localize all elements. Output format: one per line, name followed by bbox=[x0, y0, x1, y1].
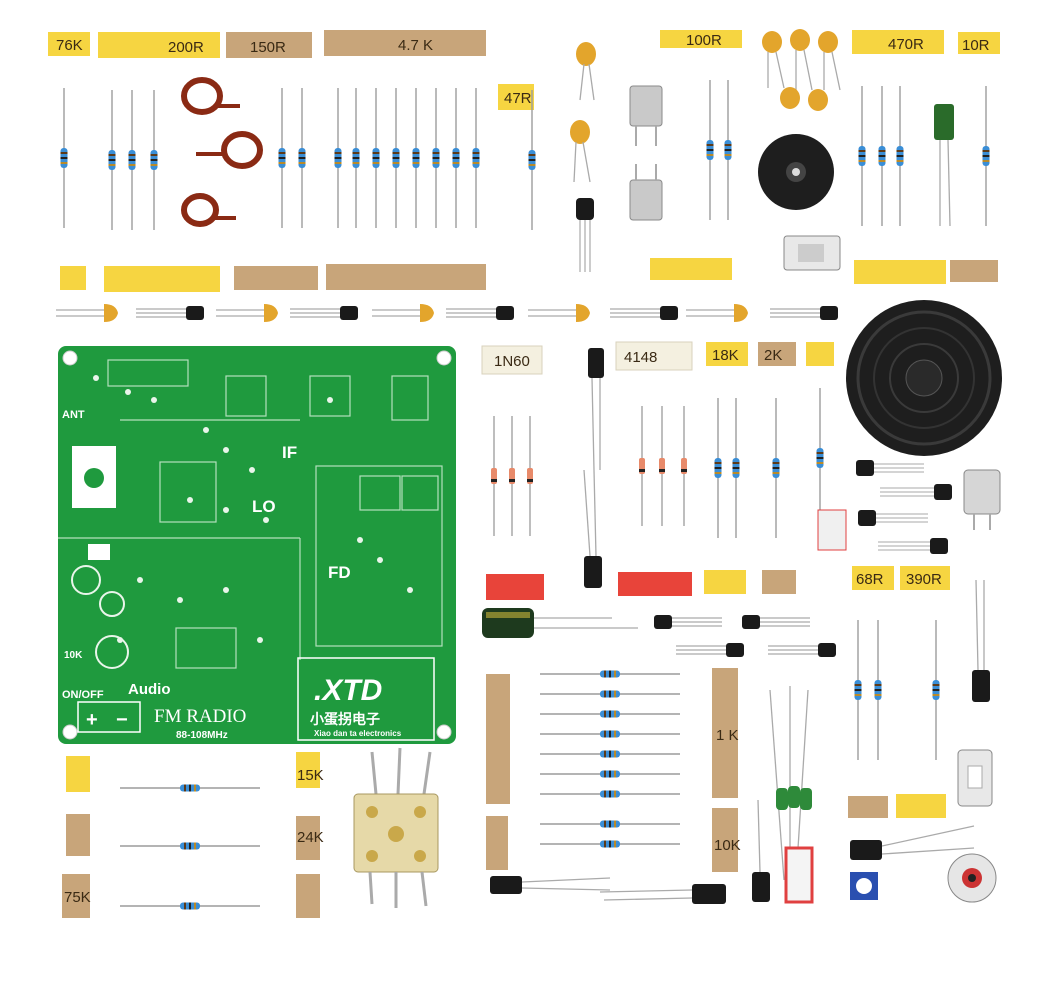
pcb-ant-label: ANT bbox=[62, 409, 85, 421]
electrolytic-caps-bottom bbox=[490, 876, 726, 904]
resistor-47r: 47R bbox=[498, 84, 537, 231]
variable-tuning-capacitor bbox=[353, 747, 439, 908]
transistor-cap-row bbox=[55, 303, 839, 323]
pcb-pads bbox=[93, 375, 413, 643]
svg-text:−: − bbox=[116, 709, 128, 731]
if-transformers-top bbox=[629, 85, 663, 221]
pcb-switch-pad bbox=[88, 544, 110, 560]
film-capacitor bbox=[934, 104, 954, 227]
resistor-single-mid bbox=[806, 342, 847, 551]
svg-text:200R: 200R bbox=[168, 39, 204, 56]
small-electrolytic-bottom bbox=[752, 799, 770, 902]
ceramic-capacitors-top bbox=[570, 42, 596, 183]
transistors-mid bbox=[653, 614, 837, 658]
pcb-traces bbox=[58, 359, 443, 669]
svg-text:1 K: 1 K bbox=[716, 727, 739, 744]
small-transformer bbox=[783, 235, 841, 271]
electrolytic-caps-mid bbox=[583, 348, 604, 588]
electrolytic-cap-right bbox=[972, 579, 990, 702]
pcb-logo-box bbox=[297, 657, 435, 741]
svg-text:+: + bbox=[86, 709, 98, 731]
resistor-68r: 68R bbox=[848, 566, 894, 818]
pcb-lo-label: LO bbox=[252, 497, 276, 516]
svg-text:10R: 10R bbox=[962, 37, 990, 54]
speaker bbox=[846, 300, 1002, 456]
coil-inductors bbox=[181, 77, 263, 227]
svg-text:68R: 68R bbox=[856, 571, 884, 588]
pcb-fm-radio-label: FM RADIO bbox=[154, 706, 246, 727]
resistor-strip-1k: 1 K bbox=[486, 668, 739, 804]
resistor-strip-10r: 10R bbox=[950, 32, 1000, 282]
resistor-75k: 75K bbox=[62, 874, 320, 918]
svg-text:18K: 18K bbox=[712, 347, 739, 364]
svg-text:75K: 75K bbox=[64, 889, 91, 906]
svg-text:1N60: 1N60 bbox=[494, 353, 530, 370]
svg-text:15K: 15K bbox=[297, 767, 324, 784]
if-transformer-right bbox=[963, 469, 1001, 530]
pcb-logo-text: .XTD bbox=[314, 674, 382, 707]
resistor-strip-4-7k: 4.7 K bbox=[324, 30, 486, 290]
tuning-capacitor-disc bbox=[758, 134, 834, 210]
ceramic-capacitors-trio bbox=[762, 29, 841, 111]
svg-text:24K: 24K bbox=[297, 829, 324, 846]
fm-radio-pcb: ANT IF LO FD 10K ON/OFF Audio FM RADIO 8… bbox=[58, 346, 456, 744]
svg-text:10K: 10K bbox=[714, 837, 741, 854]
resistor-15k: 15K bbox=[66, 752, 324, 793]
diode-strip-1n60: 1N60 bbox=[481, 345, 544, 600]
pcb-frequency-label: 88-108MHz bbox=[176, 730, 228, 741]
pcb-battery-box bbox=[77, 701, 141, 733]
svg-text:150R: 150R bbox=[250, 39, 286, 56]
resistor-strip-76k: 76K bbox=[48, 32, 90, 290]
resistor-strip-150r: 150R bbox=[226, 32, 318, 290]
svg-text:76K: 76K bbox=[56, 37, 83, 54]
svg-text:47R: 47R bbox=[504, 90, 532, 107]
resistor-strip-470r: 470R bbox=[852, 30, 946, 284]
pcb-volume-pot-outline bbox=[95, 635, 129, 669]
pcb-brand-chinese: 小蛋拐电子 bbox=[310, 711, 380, 727]
resistor-strip-10k: 10K bbox=[486, 808, 741, 872]
svg-text:100R: 100R bbox=[686, 32, 722, 49]
transistor-top bbox=[576, 198, 594, 272]
trimmer-potentiometer bbox=[850, 872, 878, 900]
pcb-brand-english: Xiao dan ta electronics bbox=[314, 729, 402, 738]
svg-text:4.7 K: 4.7 K bbox=[398, 37, 433, 54]
svg-text:470R: 470R bbox=[888, 36, 924, 53]
diode-strip-4148: 4148 bbox=[615, 341, 693, 596]
transistors-right bbox=[856, 460, 952, 554]
green-electrolytic-cap bbox=[482, 608, 638, 638]
resistor-390r: 390R bbox=[896, 566, 950, 818]
resistor-18k: 18K bbox=[704, 342, 748, 594]
pcb-fd-label: FD bbox=[328, 563, 351, 582]
pcb-if-label: IF bbox=[282, 443, 297, 462]
svg-text:4148: 4148 bbox=[624, 349, 657, 366]
pcb-audio-label: Audio bbox=[128, 681, 171, 698]
slide-switch bbox=[957, 749, 993, 807]
svg-text:390R: 390R bbox=[906, 571, 942, 588]
volume-potentiometer bbox=[947, 853, 997, 903]
pcb-onoff-label: ON/OFF bbox=[62, 689, 104, 701]
electrolytic-cap-horizontal bbox=[850, 825, 975, 860]
red-white-component bbox=[784, 846, 814, 904]
svg-text:2K: 2K bbox=[764, 347, 782, 364]
pcb-vol-label: 10K bbox=[64, 650, 83, 661]
resistor-24k: 24K bbox=[66, 814, 324, 860]
resistor-strip-100r: 100R bbox=[650, 30, 742, 280]
resistor-strip-200r: 200R bbox=[98, 32, 220, 292]
resistor-2k: 2K bbox=[758, 342, 796, 594]
